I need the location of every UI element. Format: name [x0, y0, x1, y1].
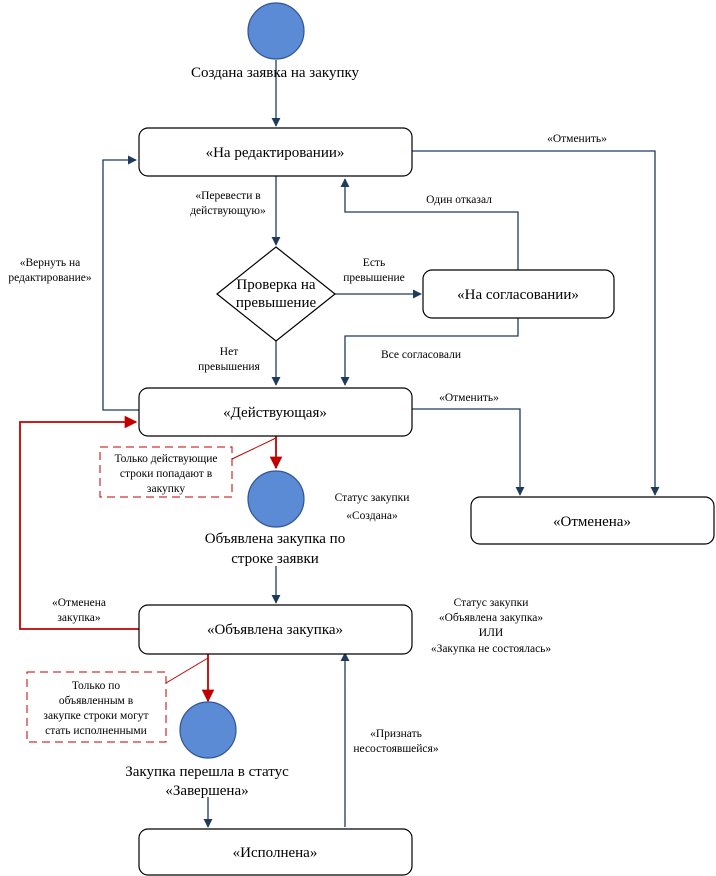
- state-active: [138, 387, 413, 437]
- edge-active-to-editing: [102, 155, 139, 411]
- label-transfer-line2: действующую»: [190, 205, 266, 217]
- label-return-line1: «Вернуть на: [20, 257, 81, 269]
- label-return-line2: редактирование»: [8, 272, 92, 284]
- label-status-announced-line4: «Закупка не состоялась»: [431, 643, 552, 655]
- state-approval-label: «На согласовании»: [457, 287, 579, 303]
- finished-node-label-line2: «Завершена»: [165, 783, 248, 799]
- start-node-label: Создана заявка на закупку: [191, 65, 360, 81]
- state-executed: [138, 828, 413, 876]
- note-announced-rows-line1: Только по: [72, 680, 121, 692]
- state-editing-label: «На редактировании»: [206, 145, 345, 161]
- note-announced-rows-line2: объявленным в: [59, 695, 134, 707]
- state-approval: [422, 269, 615, 319]
- note-active-rows: [99, 446, 233, 498]
- announced-node-label-line2: строке заявки: [231, 551, 319, 567]
- announced-node-label-line1: Объявлена закупка по: [205, 531, 345, 547]
- label-exceed-line1: Есть: [363, 257, 385, 269]
- label-cancelled-purchase-line2: закупка»: [57, 612, 100, 624]
- state-cancelled-label: «Отменена»: [553, 514, 631, 530]
- state-editing: [138, 127, 413, 177]
- note-connector-announced: [165, 657, 209, 684]
- edge-active-to-cancelled: [412, 408, 525, 496]
- label-cancel-mid: «Отменить»: [439, 392, 499, 404]
- state-executed-label: «Исполнена»: [233, 845, 318, 861]
- label-recognize-line1: «Признать: [370, 728, 422, 740]
- edge-approval-to-editing: [340, 178, 519, 270]
- label-no-exceed-line1: Нет: [220, 346, 238, 358]
- edge-announced-to-active: [19, 415, 139, 630]
- label-cancel-top: «Отменить»: [547, 133, 607, 145]
- note-active-rows-line3: закупку: [147, 483, 185, 495]
- finished-node: [179, 701, 237, 759]
- note-announced-rows-line4: стать исполненными: [45, 725, 147, 737]
- label-all-approved: Все согласовали: [381, 349, 461, 361]
- note-connector-active: [231, 437, 277, 460]
- edge-editing-to-cancelled: [412, 150, 660, 496]
- label-status-announced-line1: Статус закупки: [454, 597, 529, 609]
- label-no-exceed-line2: превышения: [198, 361, 260, 373]
- note-announced-rows-line3: закупке строки могут: [43, 710, 148, 722]
- note-announced-rows: [26, 671, 167, 743]
- decision-check: [216, 246, 336, 342]
- label-status-created-line1: Статус закупки: [335, 492, 410, 504]
- label-status-created-line2: «Создана»: [346, 510, 398, 522]
- label-transfer-line1: «Перевести в: [195, 190, 261, 202]
- edge-approval-to-active: [340, 318, 519, 386]
- label-status-announced-line3: ИЛИ: [479, 627, 503, 639]
- decision-check-label-line2: превышение: [236, 295, 317, 311]
- announced-node: [247, 470, 305, 528]
- label-recognize-line2: несостоявшейся»: [353, 743, 438, 755]
- state-active-label: «Действующая»: [223, 405, 327, 421]
- state-cancelled: [470, 496, 715, 545]
- state-announced: [138, 604, 413, 655]
- state-announced-label: «Объявлена закупка»: [207, 622, 343, 638]
- finished-node-label-line1: Закупка перешла в статус: [125, 764, 289, 780]
- note-active-rows-line2: строки попадают в: [120, 468, 213, 480]
- decision-check-label-line1: Проверка на: [236, 277, 315, 293]
- note-active-rows-line1: Только действующие: [114, 453, 217, 465]
- start-node: [247, 2, 305, 60]
- label-status-announced-line2: «Объявлена закупка»: [439, 612, 544, 624]
- label-exceed-line2: превышение: [343, 272, 405, 284]
- label-one-refused: Один отказал: [426, 194, 492, 206]
- label-cancelled-purchase-line1: «Отменена: [52, 597, 106, 609]
